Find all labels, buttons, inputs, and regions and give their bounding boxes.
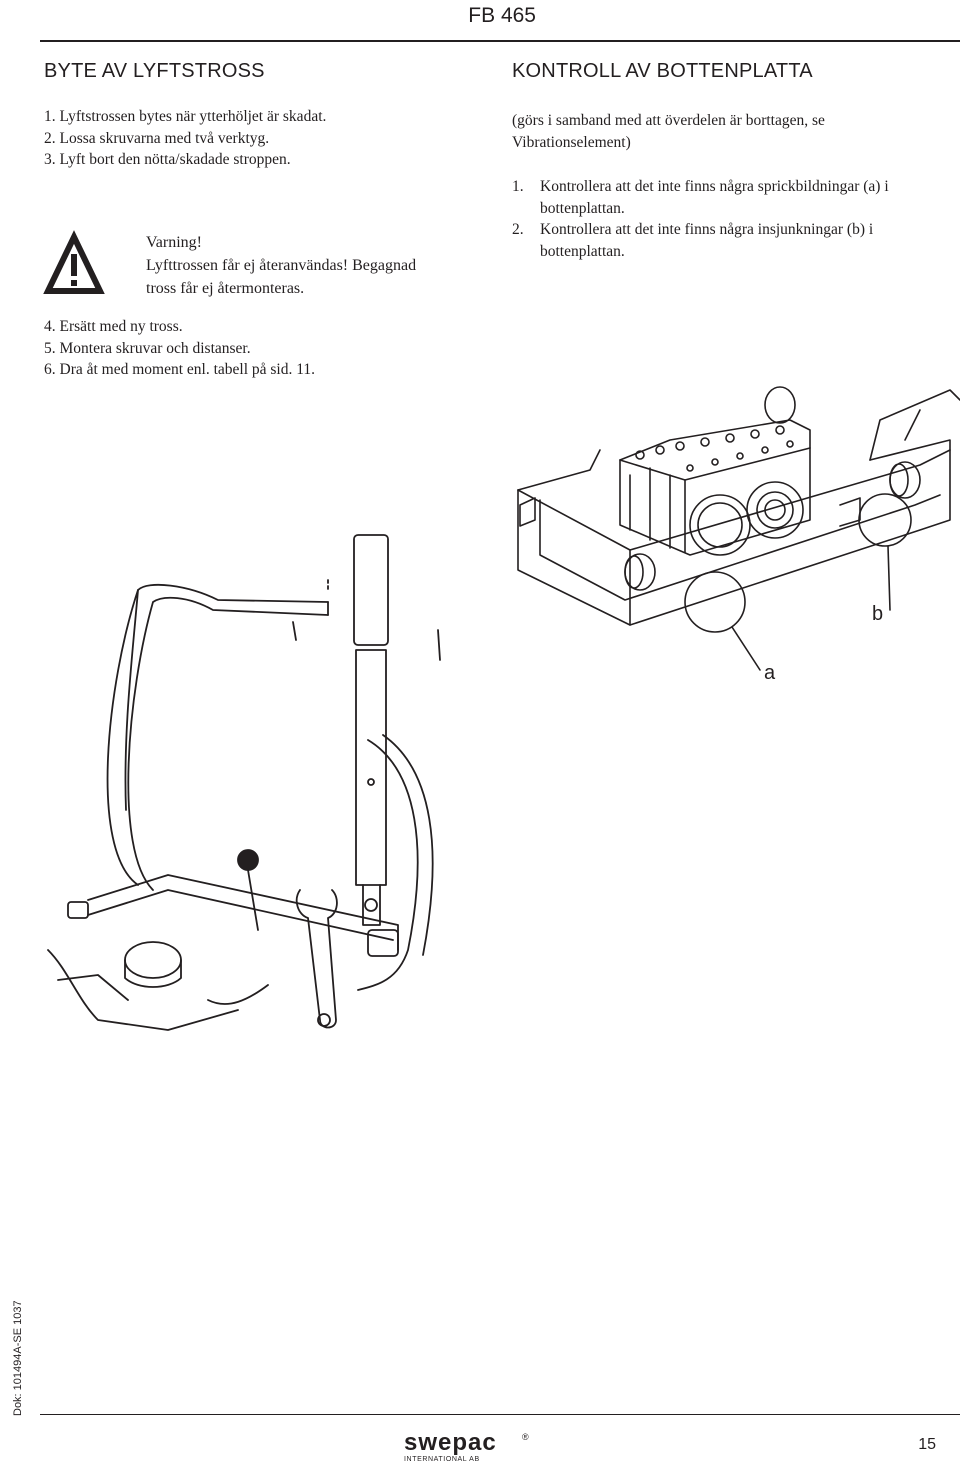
list-item: 5. Montera skruvar och distanser.	[44, 339, 251, 357]
logo-subtitle: INTERNATIONAL AB	[404, 1456, 480, 1463]
base-plate-intro: (görs i samband med att överdelen är bor…	[512, 110, 952, 153]
logo-text: swepac	[404, 1429, 497, 1456]
lift-sling-steps-1-3: 1. Lyftstrossen bytes när ytterhöljet är…	[44, 106, 326, 171]
list-item-line: Kontrollera att det inte finns några spr…	[540, 178, 889, 195]
page-number: 15	[918, 1436, 936, 1453]
callout-label-b: b	[872, 603, 884, 625]
swepac-logo: swepac ®	[404, 1429, 529, 1456]
lift-sling-illustration	[47, 534, 441, 1031]
intro-line: (görs i samband med att överdelen är bor…	[512, 112, 825, 129]
list-item: 1. Kontrollera att det inte finns några …	[512, 176, 952, 219]
list-item: 2. Kontrollera att det inte finns några …	[512, 219, 952, 262]
base-plate-steps: 1. Kontrollera att det inte finns några …	[512, 176, 952, 262]
section-heading-base-plate: KONTROLL AV BOTTENPLATTA	[512, 60, 813, 82]
warning-line: tross får ej återmonteras.	[146, 280, 305, 297]
warning-message: Varning! Lyfttrossen får ej återanvändas…	[146, 231, 416, 300]
list-item-line: bottenplattan.	[540, 242, 625, 260]
warning-triangle-icon	[43, 230, 105, 294]
list-item-line: Kontrollera att det inte finns några ins…	[540, 221, 874, 238]
list-item: 1. Lyftstrossen bytes när ytterhöljet är…	[44, 108, 327, 125]
list-item-number: 2.	[512, 221, 524, 238]
section-heading-lift-sling: BYTE AV LYFTSTROSS	[44, 60, 265, 82]
list-item: 4. Ersätt med ny tross.	[44, 318, 183, 335]
list-item: 3. Lyft bort den nötta/skadade stroppen.	[44, 151, 291, 168]
registered-mark: ®	[522, 1432, 529, 1442]
list-item: 6. Dra åt med moment enl. tabell på sid.…	[44, 361, 316, 378]
base-plate-illustration	[517, 386, 960, 671]
list-item-line: bottenplattan.	[540, 199, 625, 217]
page-header-title: FB 465	[468, 4, 536, 27]
list-item: 2. Lossa skruvarna med två verktyg.	[44, 129, 270, 147]
intro-line: Vibrationselement)	[512, 133, 631, 151]
lift-sling-steps-4-6: 4. Ersätt med ny tross. 5. Montera skruv…	[44, 316, 315, 381]
callout-label-a: a	[764, 662, 776, 684]
document-number: Dok: 101494A-SE 1037	[12, 1300, 24, 1416]
header-divider	[40, 40, 960, 42]
warning-title: Varning!	[146, 234, 202, 251]
list-item-number: 1.	[512, 178, 524, 195]
footer-divider	[40, 1414, 960, 1415]
warning-line: Lyfttrossen får ej återanvändas! Begagna…	[146, 257, 417, 274]
